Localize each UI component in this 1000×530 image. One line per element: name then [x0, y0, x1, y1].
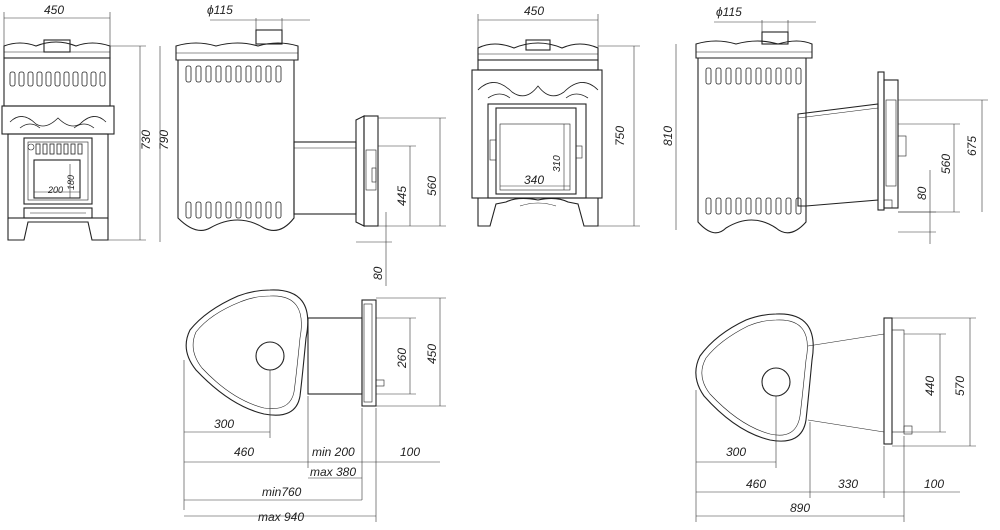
dim-450: 450: [425, 344, 439, 364]
side-view-extended: ϕ115: [661, 5, 988, 244]
vent-slots-top: [185, 65, 282, 83]
dim-560: 560: [425, 176, 439, 196]
dim-440: 440: [923, 376, 937, 396]
side-view-stove: ϕ115: [157, 3, 446, 286]
dim-height-750: 750: [613, 126, 627, 146]
dim-80: 80: [915, 186, 929, 200]
vent-slots-top: [705, 67, 802, 85]
dim-min-200: min 200: [312, 445, 355, 459]
dim-300: 300: [214, 417, 234, 431]
dim-door-180: 180: [66, 175, 76, 190]
dim-height-790: 790: [157, 130, 171, 150]
dim-570: 570: [953, 376, 967, 396]
top-plan-1: 260 450 300 460 min 200 max 380 100 min7…: [183, 289, 446, 524]
dim-890: 890: [790, 501, 810, 515]
dim-675: 675: [965, 136, 979, 156]
dim-460: 460: [746, 477, 766, 491]
dim-100: 100: [924, 477, 944, 491]
dim-width-450: 450: [524, 4, 544, 18]
dim-100: 100: [400, 445, 420, 459]
dim-80: 80: [371, 266, 385, 280]
front-view-stove: 450 730 200 180: [1, 3, 153, 241]
top-plan-2: 440 570 300 460 330 100 890: [695, 313, 976, 522]
vent-slots-bottom: [185, 201, 282, 219]
dim-min760: min760: [262, 485, 302, 499]
dim-chimney-115: ϕ115: [207, 3, 233, 17]
dim-max-380: max 380: [310, 465, 356, 479]
dim-460: 460: [234, 445, 254, 459]
front-view-glass-door: 450 750 340 310: [471, 4, 640, 227]
door-slots: [35, 143, 83, 155]
dim-300: 300: [726, 445, 746, 459]
dim-445: 445: [395, 186, 409, 206]
dim-260: 260: [395, 348, 409, 369]
dim-door-310: 310: [552, 155, 563, 172]
dim-width-450: 450: [44, 3, 64, 17]
dim-chimney-115: ϕ115: [716, 5, 742, 19]
vent-slots-bottom: [705, 197, 802, 215]
dim-height-810: 810: [661, 126, 675, 146]
dim-height-730: 730: [139, 130, 153, 150]
dim-330: 330: [838, 477, 858, 491]
dim-560: 560: [939, 154, 953, 174]
vent-slots: [9, 71, 106, 87]
dim-door-340: 340: [524, 173, 544, 187]
dim-max-940: max 940: [258, 510, 304, 524]
dim-door-200: 200: [47, 185, 63, 195]
